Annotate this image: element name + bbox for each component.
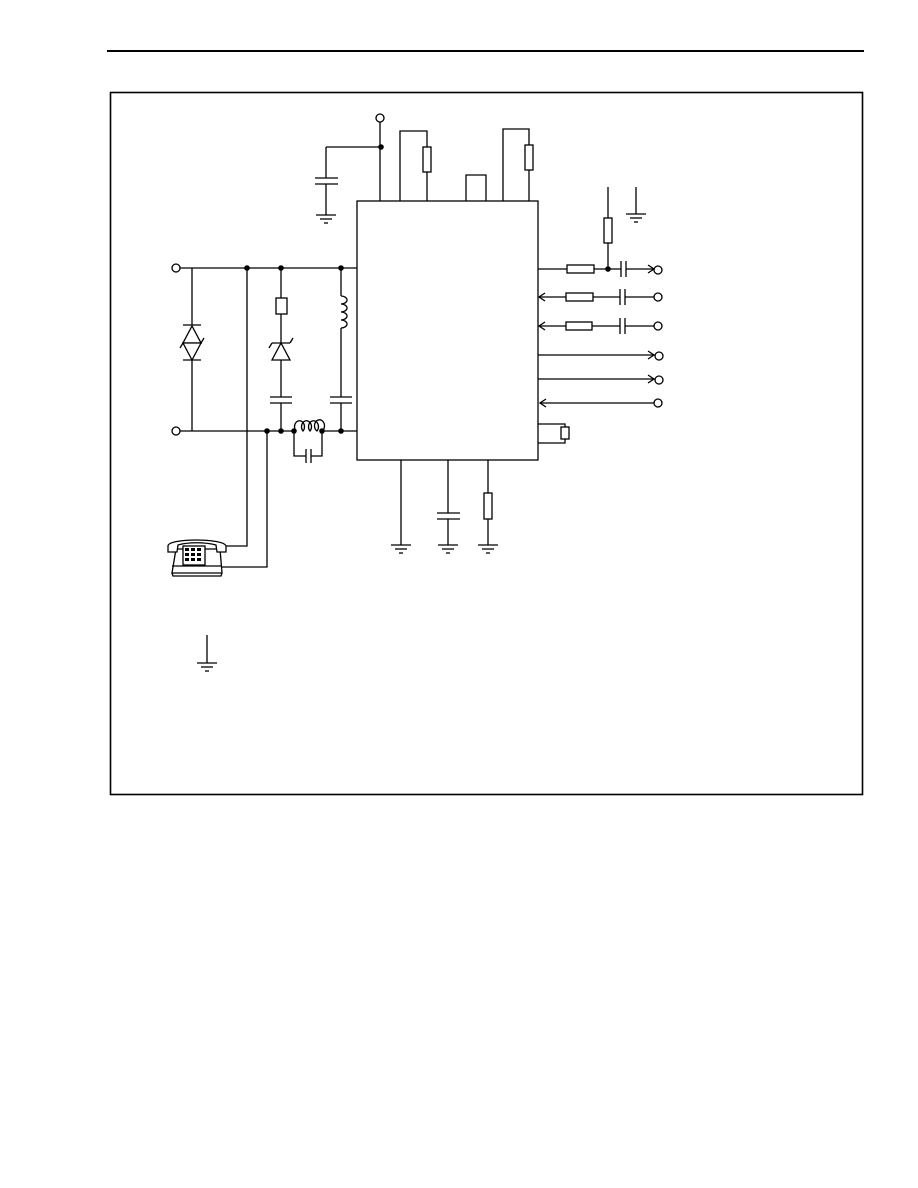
line-terminal-a [171, 263, 357, 273]
signal-line-5 [538, 374, 664, 385]
ground-icon [197, 635, 217, 672]
ic-block [356, 200, 539, 461]
top-resistor-1 [399, 130, 432, 201]
zener-branch [268, 268, 294, 431]
bottom-resistor [478, 460, 498, 554]
signal-line-2 [537, 289, 663, 305]
line-terminal-b [171, 426, 357, 436]
telephone-icon [167, 539, 227, 577]
supply-node [315, 113, 385, 224]
bottom-capacitor [437, 460, 460, 554]
top-loop [465, 174, 487, 201]
phone-lead-a [225, 268, 248, 547]
bottom-ground-pin [391, 460, 411, 554]
signal-line-4 [538, 350, 664, 361]
phone-lead-b [220, 431, 268, 568]
signal-line-3 [537, 318, 663, 334]
inductor-branch [330, 268, 352, 431]
signal-line-6 [538, 398, 663, 408]
ground-icon [626, 187, 646, 223]
side-resistor [538, 423, 570, 444]
tvs-diode [179, 268, 205, 431]
series-inductor [293, 419, 326, 463]
top-resistor-2 [502, 128, 534, 201]
signal-line-1 [538, 261, 663, 277]
figure-frame [109, 91, 864, 796]
pullup-resistor [603, 187, 613, 269]
